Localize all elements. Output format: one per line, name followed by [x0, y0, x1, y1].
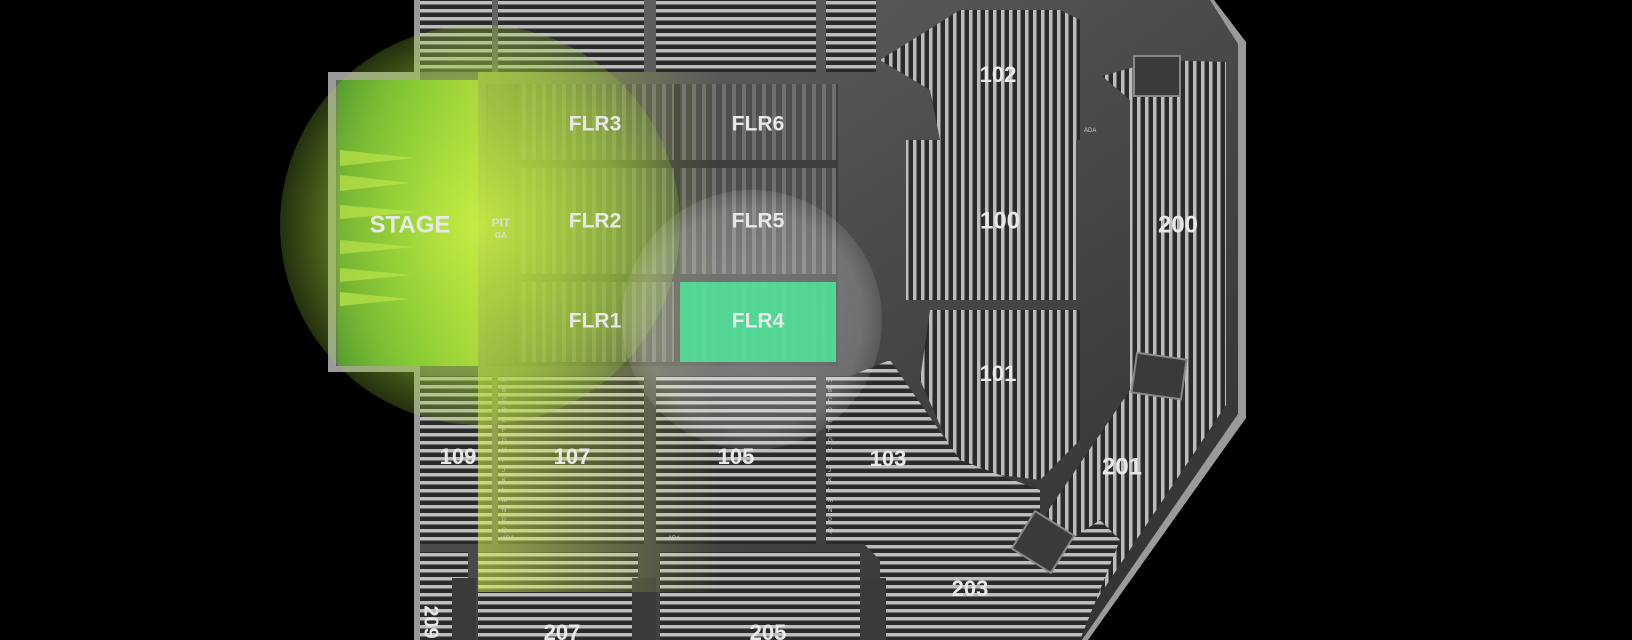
lower-section-labels: 100 101 102 103 105 107 109 — [440, 62, 1020, 471]
row-letter: P — [828, 518, 832, 524]
row-letter: F — [502, 428, 506, 434]
section-203[interactable]: 203 — [952, 576, 989, 601]
row-letter: B — [502, 388, 506, 394]
section-flr1[interactable]: FLR1 — [569, 310, 622, 333]
section-105[interactable]: 105 — [718, 444, 755, 469]
row-letter: L — [828, 488, 832, 494]
row-letter: C — [502, 398, 507, 404]
row-letter: I — [828, 458, 830, 464]
row-letter: M — [828, 498, 833, 504]
pit-label: PIT — [492, 216, 511, 230]
row-letter: J — [502, 468, 505, 474]
ada-marker-100: ADA — [1084, 128, 1096, 134]
row-letter: J — [828, 468, 831, 474]
ada-marker-107: ADA — [502, 536, 514, 542]
row-letter: N — [828, 508, 832, 514]
stage-label-group: STAGE — [370, 211, 451, 238]
row-letter: D — [828, 408, 833, 414]
section-201[interactable]: 201 — [1102, 453, 1142, 480]
row-letter: C — [828, 398, 833, 404]
section-101[interactable]: 101 — [980, 361, 1017, 386]
upper-section-labels: 200 201 203 205 207 209 — [420, 211, 1198, 640]
right-curved-seating — [452, 10, 1226, 640]
section-102[interactable]: 102 — [980, 62, 1017, 87]
row-letter: Q — [828, 528, 833, 534]
row-letter: E — [502, 418, 506, 424]
row-letter: K — [828, 478, 832, 484]
row-letter: I — [502, 458, 504, 464]
row-letter: G — [502, 438, 507, 444]
row-letter: B — [828, 388, 832, 394]
ada-marker-105: ADA — [668, 536, 680, 542]
section-205[interactable]: 205 — [750, 620, 787, 640]
section-flr3[interactable]: FLR3 — [569, 113, 622, 136]
row-letter: E — [828, 418, 832, 424]
section-200[interactable]: 200 — [1158, 211, 1198, 238]
row-letter: F — [828, 428, 832, 434]
section-flr4[interactable]: FLR4 — [732, 310, 785, 333]
row-letter: Q — [502, 528, 507, 534]
section-flr4-highlight[interactable] — [680, 282, 836, 362]
pit-sublabel: GA — [495, 231, 507, 240]
row-letter: M — [502, 498, 507, 504]
section-209[interactable]: 209 — [420, 605, 442, 638]
section-103[interactable]: 103 — [870, 446, 907, 471]
section-100[interactable]: 100 — [980, 207, 1020, 234]
row-letter: N — [502, 508, 506, 514]
row-letter: L — [502, 488, 506, 494]
stage-glow — [280, 25, 680, 425]
section-107[interactable]: 107 — [554, 444, 591, 469]
stage-label: STAGE — [370, 211, 451, 238]
row-letter: D — [502, 408, 507, 414]
section-flr5[interactable]: FLR5 — [732, 210, 785, 233]
section-flr6[interactable]: FLR6 — [732, 113, 785, 136]
section-207[interactable]: 207 — [544, 620, 581, 640]
row-letter: H — [502, 448, 506, 454]
section-flr2[interactable]: FLR2 — [569, 210, 622, 233]
row-letter: K — [502, 478, 506, 484]
section-109[interactable]: 109 — [440, 444, 477, 469]
row-letter: A — [828, 378, 832, 384]
floor-section-labels: FLR1 FLR2 FLR3 FLR4 FLR5 FLR6 — [569, 113, 785, 333]
row-letter: G — [828, 438, 833, 444]
row-letter: H — [828, 448, 832, 454]
row-letter: P — [502, 518, 506, 524]
row-letter: A — [502, 378, 506, 384]
